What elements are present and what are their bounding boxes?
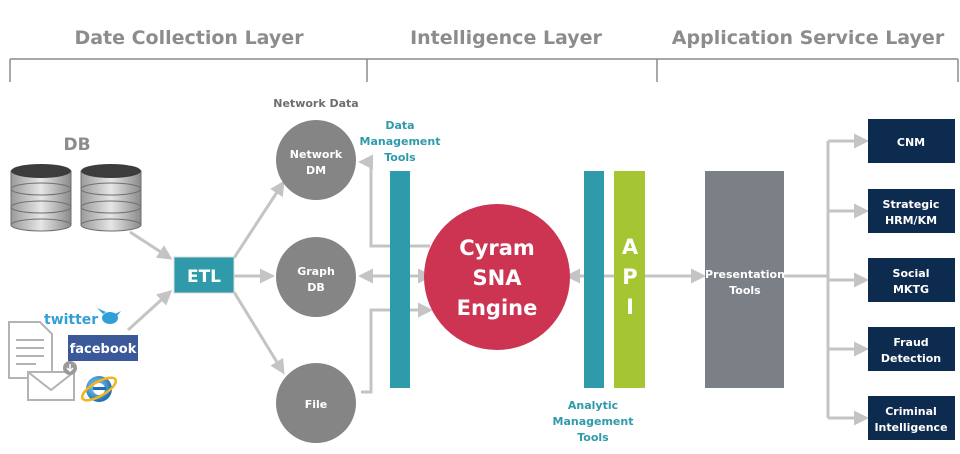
service-fraud-line2: Detection xyxy=(881,352,941,365)
layer-bracket xyxy=(9,58,959,82)
file-node xyxy=(276,363,356,443)
presentation-tools-line2: Tools xyxy=(729,284,761,297)
facebook-logo-text: facebook xyxy=(70,342,137,357)
service-criminal-line2: Intelligence xyxy=(874,421,947,434)
service-box-strategic xyxy=(868,189,955,233)
network-dm-node xyxy=(276,120,356,200)
api-bar xyxy=(614,171,645,388)
data-management-tools-line3: Tools xyxy=(384,151,416,164)
service-box-social xyxy=(868,258,955,302)
service-strategic-line1: Strategic xyxy=(883,198,940,211)
network-dm-label-line2: DM xyxy=(306,164,326,177)
layer-title-collection: Date Collection Layer xyxy=(74,27,304,49)
api-letter-i: I xyxy=(626,295,634,319)
service-box-cnm xyxy=(868,119,955,163)
service-box-fraud xyxy=(868,327,955,371)
presentation-tools-line1: Presentation xyxy=(705,268,785,281)
facebook-logo xyxy=(68,335,138,361)
network-dm-label-line1: Network xyxy=(290,148,343,161)
layer-title-application: Application Service Layer xyxy=(672,27,945,49)
graph-db-node xyxy=(276,237,356,317)
service-box-criminal xyxy=(868,396,955,440)
data-management-tools-line1: Data xyxy=(385,119,414,132)
database-icon-1 xyxy=(10,164,72,232)
etl-box xyxy=(173,256,235,294)
twitter-bird-icon xyxy=(97,308,121,324)
sna-engine-line1: Cyram xyxy=(459,236,535,260)
network-data-label: Network Data xyxy=(273,97,358,110)
analytic-management-tools-line3: Tools xyxy=(577,431,609,444)
etl-label: ETL xyxy=(187,267,221,287)
data-management-tools-bar xyxy=(390,171,410,388)
service-cnm-line1: CNM xyxy=(897,136,925,149)
data-management-tools-line2: Management xyxy=(360,135,441,148)
service-social-line1: Social xyxy=(893,267,930,280)
analytic-management-tools-bar xyxy=(584,171,604,388)
api-letter-p: P xyxy=(622,265,637,289)
service-strategic-line2: HRM/KM xyxy=(885,214,937,227)
presentation-tools-box xyxy=(705,171,784,388)
sna-engine-line2: SNA xyxy=(473,266,523,290)
sna-engine-line3: Engine xyxy=(457,296,538,320)
graph-db-label-line1: Graph xyxy=(297,265,335,278)
file-label: File xyxy=(305,398,328,411)
graph-db-label-line2: DB xyxy=(307,281,325,294)
service-social-line2: MKTG xyxy=(893,283,929,296)
sna-engine-node xyxy=(424,204,570,350)
service-criminal-line1: Criminal xyxy=(885,405,937,418)
db-label: DB xyxy=(63,135,90,155)
mail-icon xyxy=(27,361,77,401)
layer-title-intelligence: Intelligence Layer xyxy=(410,27,602,49)
document-icon xyxy=(8,321,53,379)
database-icon-2 xyxy=(80,164,142,232)
twitter-logo-text: twitter xyxy=(44,312,98,328)
api-letter-a: A xyxy=(622,235,639,259)
analytic-management-tools-line2: Management xyxy=(553,415,634,428)
service-fraud-line1: Fraud xyxy=(893,336,928,349)
internet-explorer-icon xyxy=(80,376,118,402)
analytic-management-tools-line1: Analytic xyxy=(568,399,618,412)
